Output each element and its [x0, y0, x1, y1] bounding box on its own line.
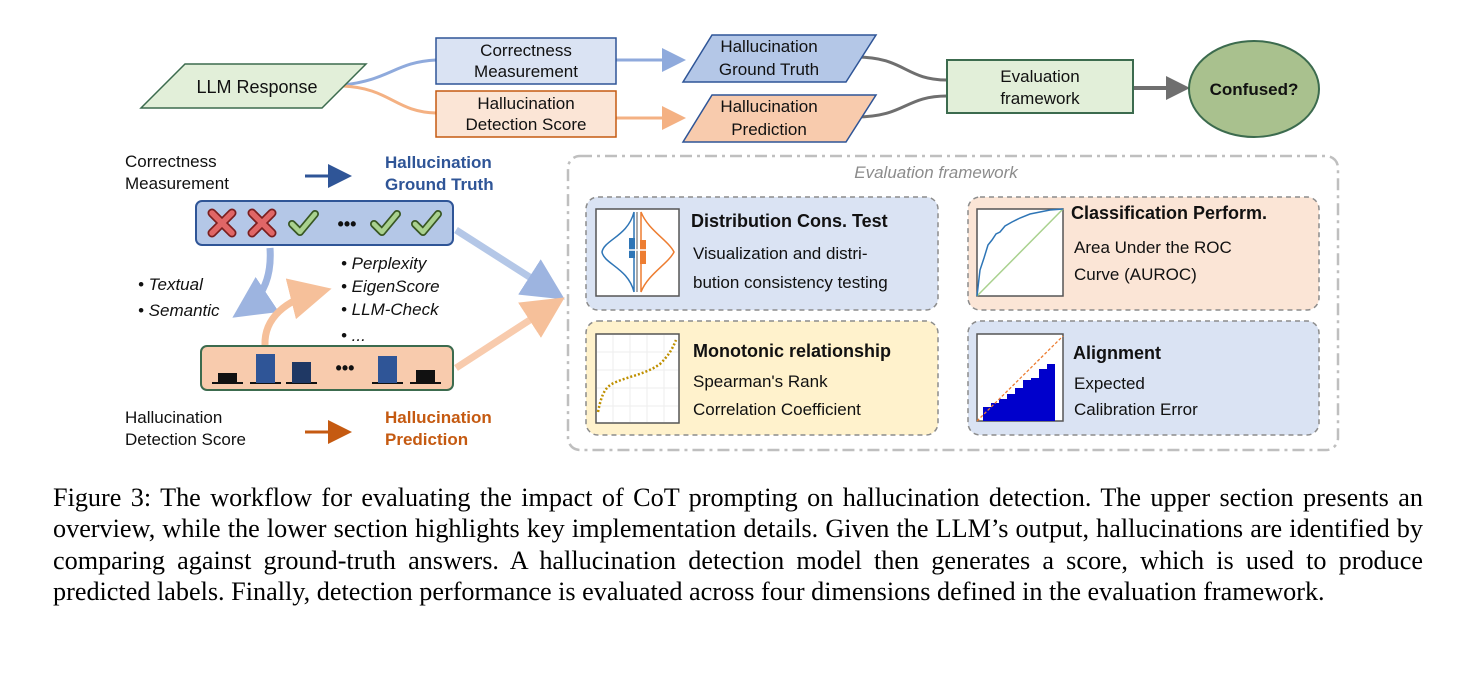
llm-to-correctness-connector: [342, 58, 437, 87]
llm-to-detection-connector: [342, 84, 437, 115]
monotonic-curve-icon: [595, 333, 680, 424]
score-curve-arrow: [261, 278, 332, 346]
panel-classification-desc2: Curve (AUROC): [1074, 265, 1197, 284]
overview-detection-score-node: Hallucination Detection Score: [435, 90, 617, 138]
groundtruth-to-eval-connector: [855, 55, 948, 82]
figure-caption: Figure 3: The workflow for evaluating th…: [53, 482, 1423, 608]
cross-icon: [247, 208, 277, 238]
panel-alignment-desc2: Calibration Error: [1074, 400, 1198, 419]
check-icon: [288, 210, 319, 236]
cross-icon: [207, 208, 237, 238]
score-method-eigenscore: • EigenScore: [341, 277, 440, 296]
overview-detection-line2: Detection Score: [466, 115, 587, 134]
calibration-histogram-icon: [976, 333, 1064, 422]
overview-prediction-line1: Hallucination: [720, 97, 817, 116]
llm-response-node: LLM Response: [139, 63, 368, 109]
overview-prediction-node: Hallucination Prediction: [681, 94, 878, 143]
labels-to-framework-arrow: [454, 227, 565, 300]
overview-detection-line1: Hallucination: [477, 94, 574, 113]
detection-score-row: •••: [200, 345, 454, 391]
panel-monotonic-desc1: Spearman's Rank: [693, 372, 828, 391]
label-row-ellipsis: •••: [338, 214, 357, 234]
measurement-type-textual: • Textual: [138, 275, 204, 294]
detail-groundtruth-line1: Hallucination: [385, 153, 492, 172]
measurement-curve-arrow: [232, 247, 279, 318]
workflow-diagram: LLM Response Correctness Measurement Hal…: [125, 34, 1340, 452]
panel-distribution-desc1: Visualization and distri-: [693, 244, 868, 263]
overview-groundtruth-line1: Hallucination: [720, 37, 817, 56]
score-bar: [256, 354, 275, 383]
detail-prediction-line2: Prediction: [385, 430, 468, 449]
violin-plot-icon: [595, 208, 680, 297]
detail-correctness-line2: Measurement: [125, 174, 229, 193]
score-bar: [378, 356, 397, 383]
detail-detection-line2: Detection Score: [125, 430, 246, 449]
panel-alignment-title: Alignment: [1073, 343, 1161, 363]
overview-correctness-line2: Measurement: [474, 62, 578, 81]
check-icon: [411, 210, 442, 236]
evaluation-framework-box: Evaluation framework: [566, 154, 1340, 452]
panel-classification: Classification Perform. Area Under the R…: [967, 196, 1320, 311]
score-bar: [218, 373, 237, 383]
detail-detection-line1: Hallucination: [125, 408, 222, 427]
llm-response-label: LLM Response: [196, 77, 317, 97]
overview-correctness-node: Correctness Measurement: [435, 37, 617, 85]
panel-alignment: Alignment Expected Calibration Error: [967, 320, 1320, 436]
confused-label: Confused?: [1210, 80, 1299, 99]
prediction-to-eval-connector: [855, 94, 948, 119]
check-icon: [370, 210, 401, 236]
score-method-llmcheck: • LLM-Check: [341, 300, 440, 319]
roc-curve-icon: [976, 208, 1064, 297]
panel-monotonic-title: Monotonic relationship: [693, 341, 891, 361]
panel-distribution: Distribution Cons. Test Visualization an…: [585, 196, 939, 311]
panel-monotonic: Monotonic relationship Spearman's Rank C…: [585, 320, 939, 436]
confused-node: Confused?: [1188, 40, 1320, 138]
overview-ground-truth-node: Hallucination Ground Truth: [681, 34, 878, 83]
panel-distribution-desc2: bution consistency testing: [693, 273, 888, 292]
framework-title: Evaluation framework: [854, 163, 1019, 182]
panel-classification-title: Classification Perform.: [1071, 203, 1267, 223]
score-bar: [416, 370, 435, 383]
score-row-ellipsis: •••: [336, 358, 355, 378]
overview-groundtruth-line2: Ground Truth: [719, 60, 819, 79]
overview-correctness-line1: Correctness: [480, 41, 572, 60]
panel-distribution-title: Distribution Cons. Test: [691, 211, 888, 231]
detail-prediction-line1: Hallucination: [385, 408, 492, 427]
overview-prediction-line2: Prediction: [731, 120, 807, 139]
score-method-more: • ...: [341, 326, 366, 345]
overview-eval-framework-node: Evaluation framework: [946, 59, 1134, 114]
overview-eval-line2: framework: [1000, 89, 1080, 108]
panel-monotonic-desc2: Correlation Coefficient: [693, 400, 861, 419]
score-bar: [292, 362, 311, 383]
panel-alignment-desc1: Expected: [1074, 374, 1145, 393]
measurement-type-semantic: • Semantic: [138, 301, 220, 320]
score-method-perplexity: • Perplexity: [341, 254, 428, 273]
overview-eval-line1: Evaluation: [1000, 67, 1079, 86]
scores-to-framework-arrow: [454, 297, 565, 371]
panel-classification-desc1: Area Under the ROC: [1074, 238, 1232, 257]
detail-groundtruth-line2: Ground Truth: [385, 175, 494, 194]
detail-correctness-line1: Correctness: [125, 152, 217, 171]
caption-text: Figure 3: The workflow for evaluating th…: [53, 483, 1423, 607]
ground-truth-label-row: •••: [195, 200, 454, 246]
